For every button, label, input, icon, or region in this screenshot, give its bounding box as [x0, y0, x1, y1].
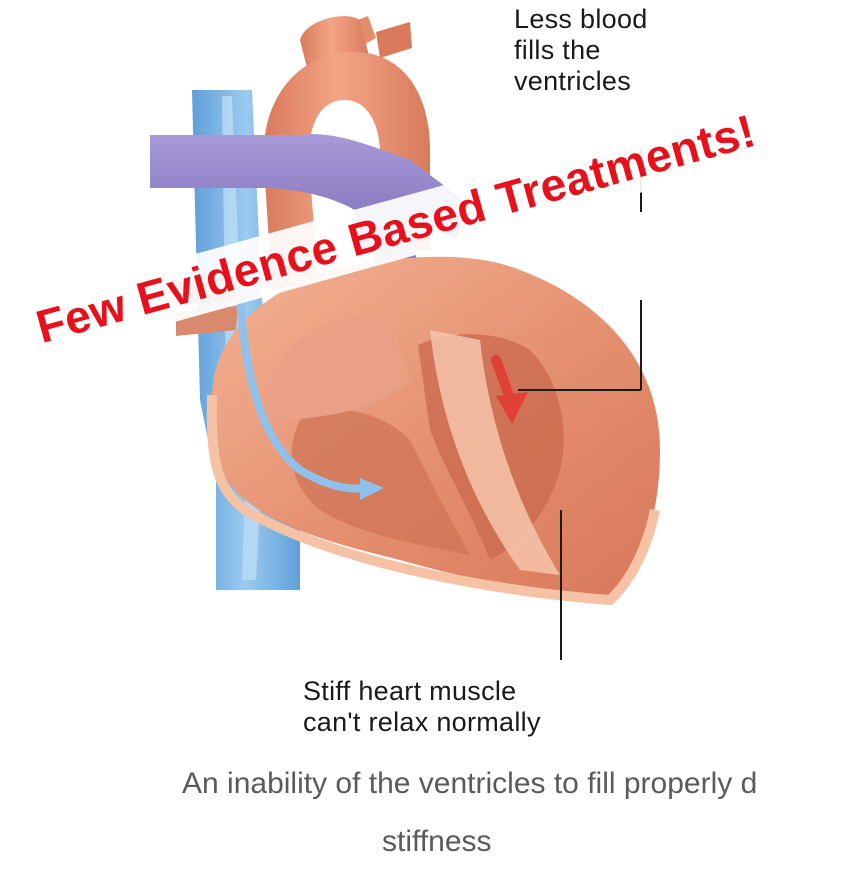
callout-bottom-line-1: Stiff heart muscle	[303, 676, 541, 707]
caption-line-2: stiffness	[382, 825, 492, 859]
caption: An inability of the ventricles to fill p…	[0, 767, 851, 878]
callout-less-blood: Less blood fills the ventricles	[514, 4, 648, 97]
callout-stiff-muscle: Stiff heart muscle can't relax normally	[303, 676, 541, 738]
callout-top-line-1: Less blood	[514, 4, 648, 35]
callout-bottom-line-2: can't relax normally	[303, 707, 541, 738]
callout-top-line-2: fills the	[514, 35, 648, 66]
callout-top-line-3: ventricles	[514, 66, 648, 97]
caption-line-1: An inability of the ventricles to fill p…	[182, 767, 757, 801]
